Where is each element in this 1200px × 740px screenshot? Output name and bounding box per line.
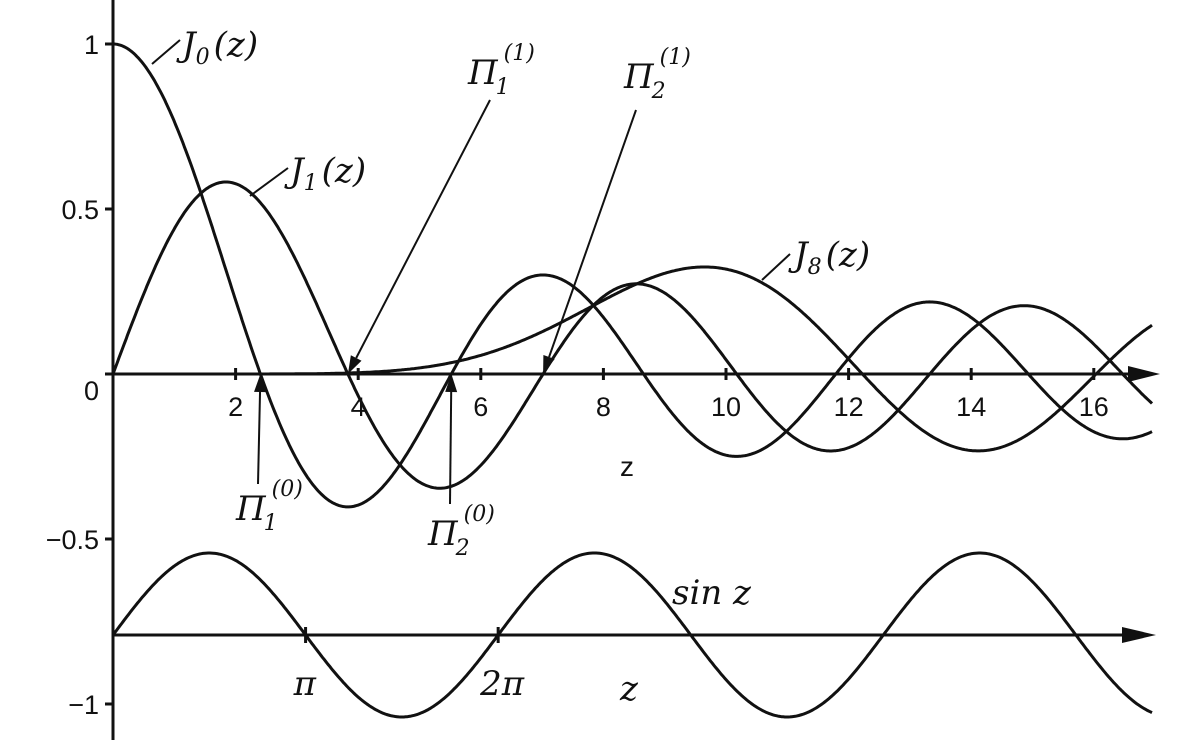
- lower-axis-title: z: [619, 669, 639, 709]
- zero-arrowhead: [254, 374, 267, 393]
- y-tick-label: −1: [68, 690, 99, 720]
- zero-arrow-line: [257, 391, 262, 485]
- x-tick-label: 12: [834, 392, 864, 422]
- j0-label: J0(z): [176, 25, 258, 70]
- y-tick-label: 1: [84, 30, 99, 60]
- zero-label: Π1(1): [467, 41, 535, 100]
- y-tick-group: 1 0.5 0 −0.5 −1: [46, 30, 113, 720]
- x-tick-label: 14: [956, 392, 986, 422]
- zero-arrow-line: [355, 99, 491, 359]
- series-line-j1: [111, 180, 1154, 490]
- zero-label: Π2(1): [623, 45, 691, 104]
- x-tick-group: 2 4 6 8 10 12 14 16: [228, 368, 1109, 422]
- x-tick-label: 4: [351, 392, 366, 422]
- x-tick-label: 8: [596, 392, 611, 422]
- zero-arrowhead: [543, 355, 555, 374]
- j8-label-leader: [761, 253, 791, 281]
- j1-label: J1(z): [284, 151, 366, 196]
- two-pi-label: 2π: [479, 664, 525, 704]
- lower-axis-arrowhead: [1122, 627, 1156, 643]
- pi-label: π: [293, 664, 317, 704]
- x-axis-title: z: [620, 451, 634, 482]
- series-line-j8: [113, 265, 1153, 453]
- zero-label: Π2(0): [427, 502, 495, 561]
- y-tick-label: 0: [84, 376, 99, 406]
- series-line-j0: [113, 42, 1153, 509]
- zero-label: Π1(0): [235, 477, 303, 536]
- y-tick-label: −0.5: [46, 525, 99, 555]
- zero-annotations: Π1(0) Π2(0) Π1(1) Π2(1): [235, 41, 691, 561]
- j8-label: J8(z): [788, 235, 870, 280]
- x-tick-label: 6: [473, 392, 488, 422]
- series-line-sin: [111, 551, 1153, 719]
- sin-label: sin z: [672, 573, 752, 613]
- x-tick-label: 16: [1079, 392, 1109, 422]
- j1-label-leader: [249, 167, 289, 197]
- j0-label-leader: [151, 39, 181, 65]
- x-tick-label: 10: [711, 392, 741, 422]
- x-tick-label: 2: [228, 392, 243, 422]
- zero-arrowhead: [347, 355, 362, 374]
- y-tick-label: 0.5: [61, 195, 99, 225]
- x-axis-arrowhead: [1128, 366, 1160, 382]
- zero-arrow-line: [548, 109, 637, 358]
- zero-arrowhead: [445, 374, 458, 393]
- zero-arrow-line: [449, 391, 453, 505]
